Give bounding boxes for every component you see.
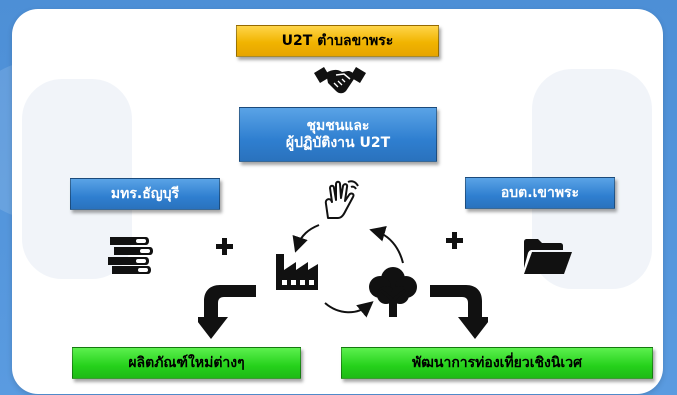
plus-icon — [446, 232, 463, 249]
left-box-university: มทร.ธัญบุรี — [70, 178, 220, 210]
plus-icon — [216, 238, 233, 255]
right-box-label: อบต.เขาพระ — [500, 184, 580, 201]
curved-arrow-icon — [198, 285, 256, 339]
bottom-right-box-label: พัฒนาการท่องเที่ยวเชิงนิเวศ — [412, 354, 582, 371]
curved-arrow-icon — [430, 285, 488, 339]
curved-arrow-icon — [292, 224, 404, 318]
bottom-left-box-products: ผลิตภัณฑ์ใหม่ต่างๆ — [72, 347, 301, 379]
left-box-label: มทร.ธัญบุรี — [110, 185, 180, 202]
center-box-line2: ผู้ปฏิบัติงาน U2T — [285, 134, 391, 151]
books-icon — [108, 237, 153, 274]
top-box-label: U2T ตำบลขาพระ — [281, 32, 394, 49]
top-box-u2t: U2T ตำบลขาพระ — [236, 25, 439, 57]
tree-icon — [369, 267, 417, 317]
handshake-icon — [314, 67, 366, 94]
sign-hand-icon — [324, 180, 359, 219]
center-box-line1: ชุมชนและ — [306, 117, 370, 134]
folder-icon — [524, 239, 572, 274]
bottom-left-box-label: ผลิตภัณฑ์ใหม่ต่างๆ — [128, 354, 245, 371]
center-box-community: ชุมชนและ ผู้ปฏิบัติงาน U2T — [239, 107, 437, 162]
factory-icon — [276, 254, 318, 290]
bottom-right-box-tourism: พัฒนาการท่องเที่ยวเชิงนิเวศ — [341, 347, 653, 379]
right-box-subdistrict: อบต.เขาพระ — [465, 177, 615, 209]
